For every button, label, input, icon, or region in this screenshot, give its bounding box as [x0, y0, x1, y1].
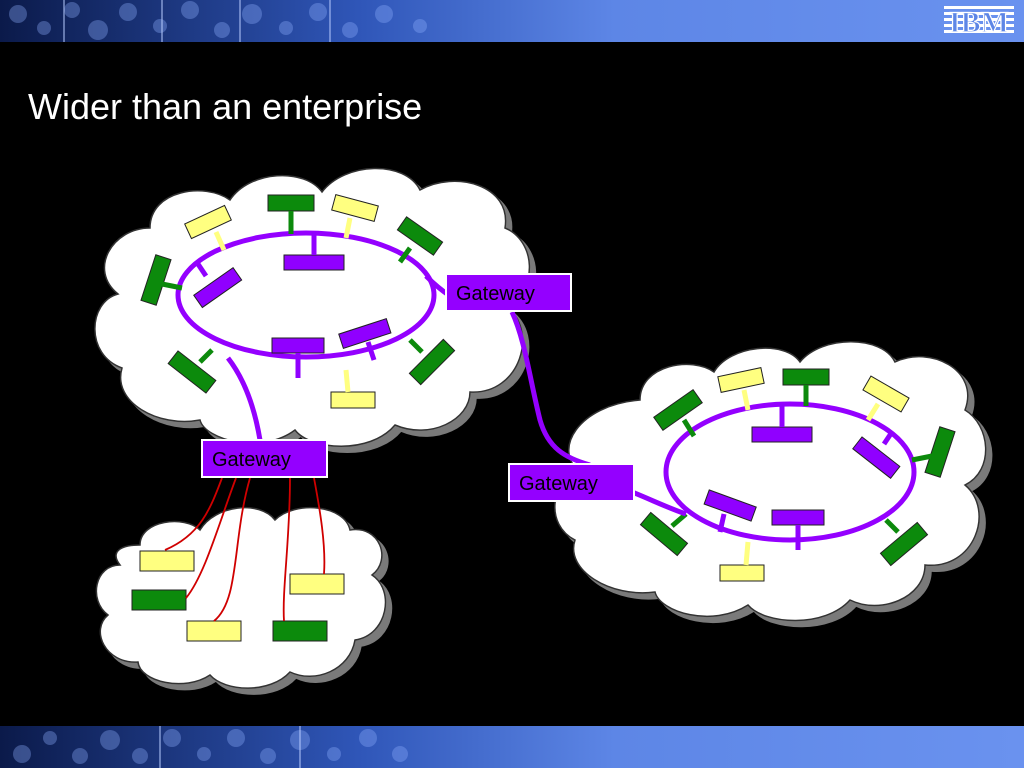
yellow-terminal: [331, 193, 379, 223]
gateway-top-label: Gateway: [456, 283, 535, 305]
green-terminal: [167, 350, 217, 394]
ibm-logo: IBM: [944, 5, 1014, 37]
serial-wires: [164, 477, 326, 622]
green-terminal: [131, 589, 187, 611]
green-terminal: [653, 388, 703, 432]
gateway-top-box: [445, 273, 572, 312]
purple-terminal: [338, 318, 392, 350]
network-a-ring: [175, 230, 437, 360]
yellow-terminal: [862, 375, 910, 413]
gateway-left-box: [201, 439, 328, 478]
network-a-devices: [140, 193, 456, 409]
purple-terminal: [751, 404, 813, 443]
green-terminal: [396, 216, 444, 256]
green-terminal: [879, 521, 929, 567]
network-diagram: [94, 167, 987, 689]
yellow-terminal: [719, 541, 765, 582]
yellow-terminal: [289, 573, 345, 595]
purple-terminal: [703, 489, 757, 522]
purple-terminal: [852, 436, 901, 479]
purple-terminal: [271, 337, 325, 378]
yellow-terminal: [184, 204, 232, 240]
yellow-terminal: [139, 550, 195, 572]
gateway-right-label: Gateway: [519, 473, 598, 495]
purple-terminal: [193, 266, 243, 309]
network-b-devices: [639, 367, 956, 582]
green-terminal: [408, 338, 456, 386]
footer-band: [0, 726, 1024, 768]
header-band: [0, 0, 1024, 42]
green-terminal: [267, 194, 315, 234]
purple-terminal: [771, 509, 825, 550]
yellow-terminal: [717, 367, 765, 393]
green-terminal: [272, 620, 328, 642]
gateway-left-label: Gateway: [212, 449, 291, 471]
gateway-right-box: [508, 463, 635, 502]
yellow-terminal: [186, 620, 242, 642]
green-terminal: [924, 426, 956, 478]
green-terminal: [639, 511, 689, 557]
slide-title: Wider than an enterprise: [28, 86, 423, 127]
yellow-terminal: [330, 369, 376, 409]
network-b-ring: [663, 401, 917, 543]
network-c-devices: [131, 550, 345, 642]
purple-terminal: [283, 232, 345, 271]
svg-text:IBM: IBM: [949, 6, 1009, 37]
green-terminal: [782, 368, 830, 406]
